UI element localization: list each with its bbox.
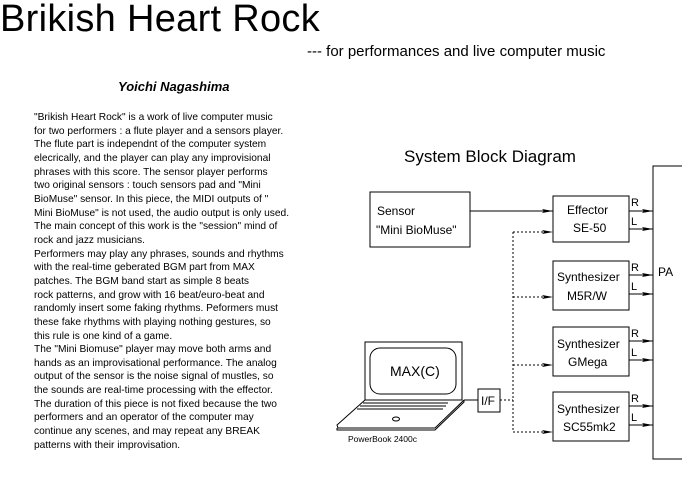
description-line: patches. The BGM band start as simple 8 … (34, 275, 249, 287)
effector-block: Effector SE-50 (552, 195, 630, 243)
interface-label: I/F (481, 394, 495, 408)
midi-bus-lines (500, 230, 553, 434)
synth1-label: Synthesizer (557, 270, 620, 284)
interface-block: I/F (477, 388, 501, 413)
synth3-label: Synthesizer (557, 402, 620, 416)
description-line: The "Mini Biomuse" player may move both … (34, 344, 272, 356)
description-line: with the real-time geberated BGM part fr… (34, 262, 255, 274)
description-line: The flute part is independnt of the comp… (34, 139, 267, 151)
pa-block: PA (652, 165, 682, 460)
description-line: these fake rhythms with playing nothing … (34, 316, 271, 328)
page-title: Brikish Heart Rock (0, 0, 321, 40)
description-line: Mini BioMuse" is not used, the audio out… (34, 207, 290, 219)
description-line: BioMuse" sensor. In this piece, the MIDI… (34, 193, 269, 205)
effector-model: SE-50 (573, 221, 607, 235)
computer-model-label: PowerBook 2400c (348, 434, 418, 444)
channel-labels: R L R L R L R L (631, 197, 639, 424)
synthesizer-m5rw-block: Synthesizer M5R/W (552, 260, 630, 311)
description-line: The main concept of this work is the "se… (34, 221, 278, 233)
description-line: phrases with this score. The sensor play… (34, 166, 268, 178)
channel-r: R (631, 328, 639, 340)
description-line: rock patterns, and grow with 16 beat/eur… (34, 289, 265, 301)
description-line: "Brikish Heart Rock" is a work of live c… (34, 112, 273, 123)
effector-label: Effector (567, 203, 608, 217)
description-line: two original sensors : touch sensors pad… (34, 180, 261, 192)
description-line: patterns with their improvisation. (34, 439, 181, 451)
description-text: "Brikish Heart Rock" is a work of live c… (34, 111, 344, 452)
description-line: the sounds are real-time processing with… (34, 385, 273, 397)
sensor-label: Sensor (377, 204, 415, 218)
description-line: randomly insert some faking rhythms. Pef… (34, 303, 279, 315)
description-line: for two performers : a flute player and … (34, 125, 284, 137)
synth2-model: GMega (568, 355, 608, 369)
description-line: rock and jazz musicians. (34, 234, 145, 246)
diagram-title: System Block Diagram (404, 147, 576, 166)
pa-label: PA (658, 265, 673, 279)
output-lines (629, 209, 653, 427)
channel-r: R (631, 262, 639, 274)
channel-l: L (631, 216, 637, 228)
description-line: The duration of this piece is not fixed … (34, 398, 277, 410)
channel-r: R (631, 393, 639, 405)
computer-screen-label: MAX(C) (390, 363, 440, 379)
synthesizer-sc55mk2-block: Synthesizer SC55mk2 (552, 391, 630, 442)
channel-l: L (631, 412, 637, 424)
synth1-model: M5R/W (567, 289, 608, 303)
description-line: elecrically, and the player can play any… (34, 152, 271, 164)
author-name: Yoichi Nagashima (118, 79, 230, 94)
synth3-model: SC55mk2 (563, 420, 616, 434)
synth2-label: Synthesizer (557, 337, 620, 351)
description-line: this rule is one kind of a game. (34, 330, 173, 342)
channel-r: R (631, 197, 639, 209)
channel-l: L (631, 281, 637, 293)
laptop-icon (336, 341, 465, 431)
description-line: performers and an operator of the comput… (34, 412, 254, 424)
synthesizer-gmega-block: Synthesizer GMega (552, 326, 630, 377)
channel-l: L (631, 347, 637, 359)
description-line: continue any scenes, and may repeat any … (34, 426, 260, 438)
page-subtitle: --- for performances and live computer m… (307, 43, 606, 60)
sensor-model: "Mini BioMuse" (376, 223, 457, 237)
description-line: hands as an improvisational performance.… (34, 357, 277, 369)
description-line: output of the sensor is the noise signal… (34, 371, 274, 383)
description-line: Performers may play any phrases, sounds … (34, 248, 284, 260)
sensor-block: Sensor "Mini BioMuse" (369, 191, 471, 248)
